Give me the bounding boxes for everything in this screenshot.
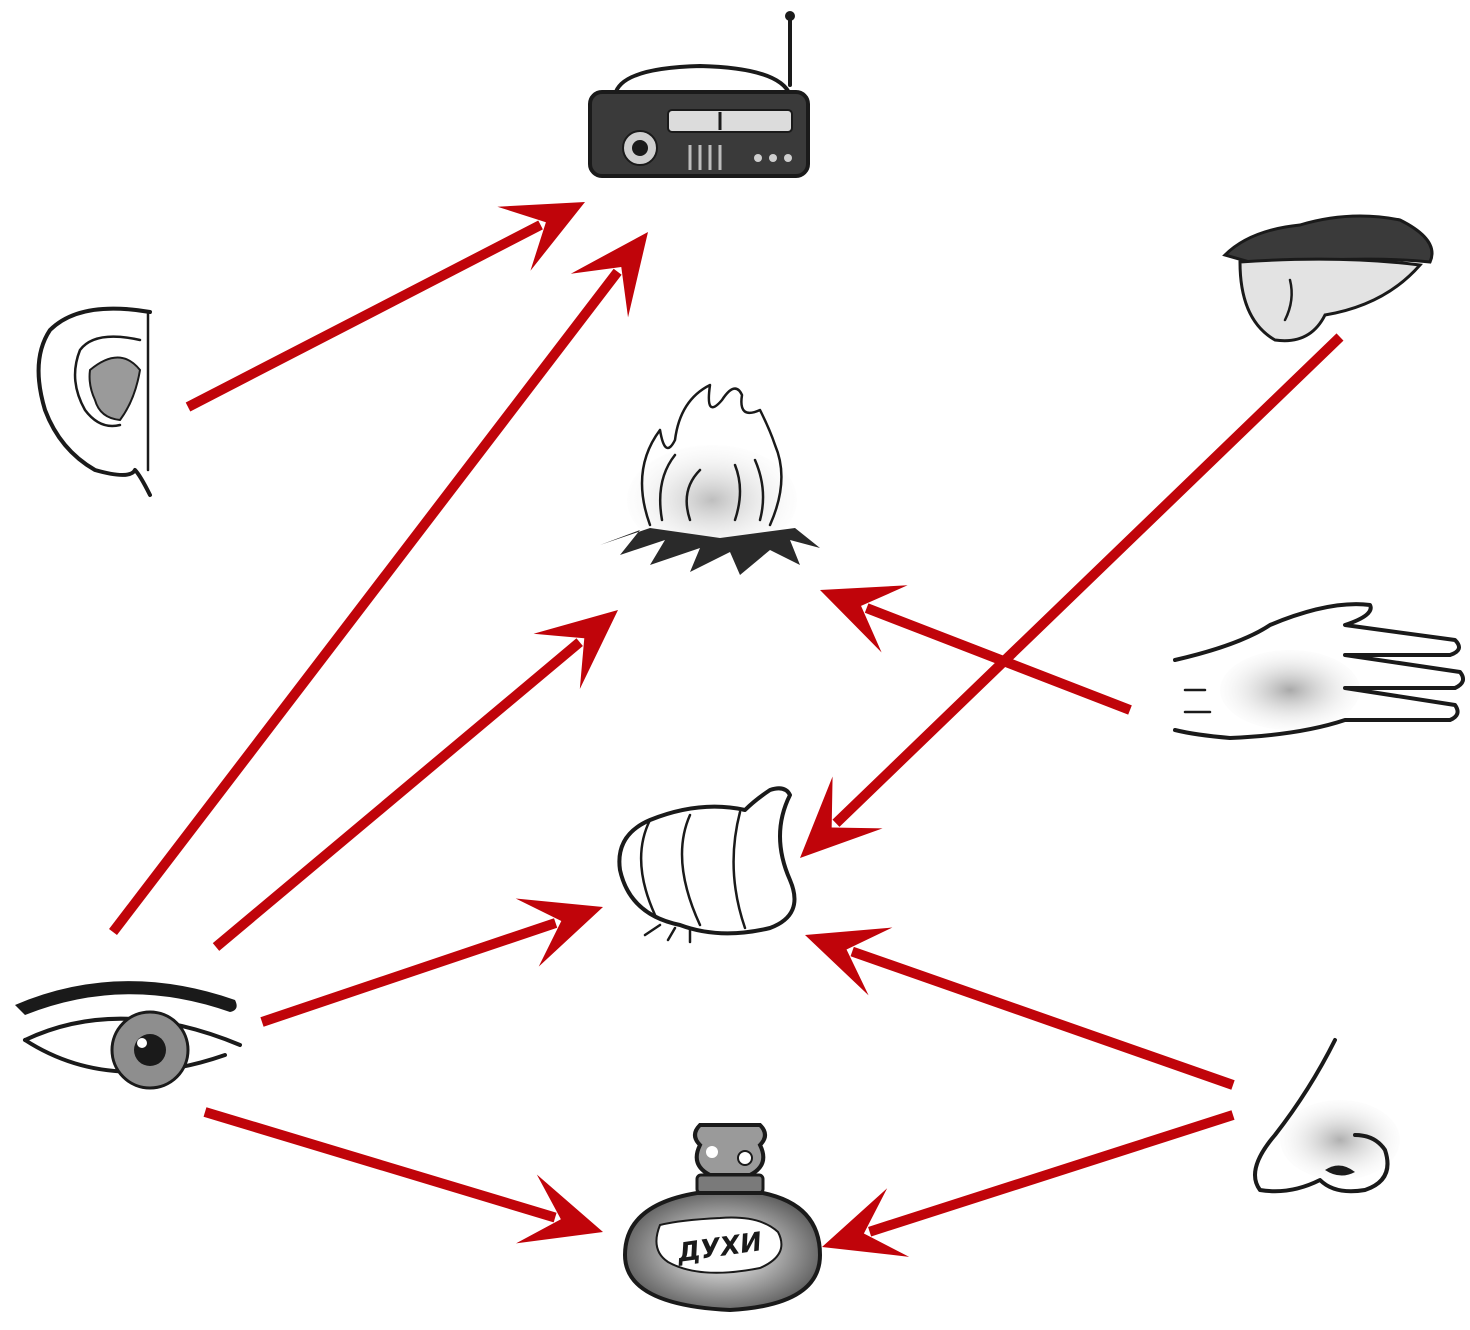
arrow-eye-garlic — [260, 898, 603, 1027]
arrows-layer — [109, 202, 1344, 1257]
arrow-head — [800, 776, 883, 858]
tongue-icon — [1222, 214, 1434, 343]
arrow-shaft — [832, 333, 1344, 827]
hand-icon — [1173, 602, 1466, 740]
arrow-head — [822, 1188, 910, 1257]
arrow-nose-garlic — [805, 927, 1235, 1090]
arrow-head — [497, 202, 585, 271]
arrow-shaft — [850, 946, 1235, 1090]
arrow-shaft — [109, 268, 622, 936]
arrow-head — [570, 232, 648, 318]
garlic-icon — [617, 786, 797, 944]
arrow-hand-fire — [820, 585, 1132, 715]
arrow-shaft — [864, 603, 1132, 715]
arrow-shaft — [185, 220, 543, 412]
arrow-head — [805, 927, 893, 996]
ear-icon — [36, 306, 152, 497]
arrow-tongue-garlic — [800, 333, 1344, 858]
campfire-icon — [600, 383, 820, 575]
arrow-shaft — [203, 1107, 557, 1223]
arrow-shaft — [260, 918, 558, 1027]
radio-icon — [588, 11, 810, 178]
arrow-eye-perfume — [203, 1107, 603, 1244]
arrow-eye-fire — [212, 610, 618, 951]
perfume-bottle-icon: ДУХИ — [622, 1123, 823, 1313]
nose-icon — [1253, 1038, 1400, 1194]
arrow-eye-radio — [109, 232, 648, 936]
arrow-head — [820, 585, 908, 653]
arrow-shaft — [868, 1110, 1235, 1237]
arrow-head — [515, 898, 603, 967]
arrow-shaft — [212, 638, 583, 951]
arrow-nose-perfume — [822, 1110, 1235, 1257]
eye-icon — [15, 981, 242, 1090]
arrow-ear-radio — [185, 202, 585, 412]
arrow-head — [516, 1174, 603, 1244]
arrow-head — [533, 610, 618, 689]
